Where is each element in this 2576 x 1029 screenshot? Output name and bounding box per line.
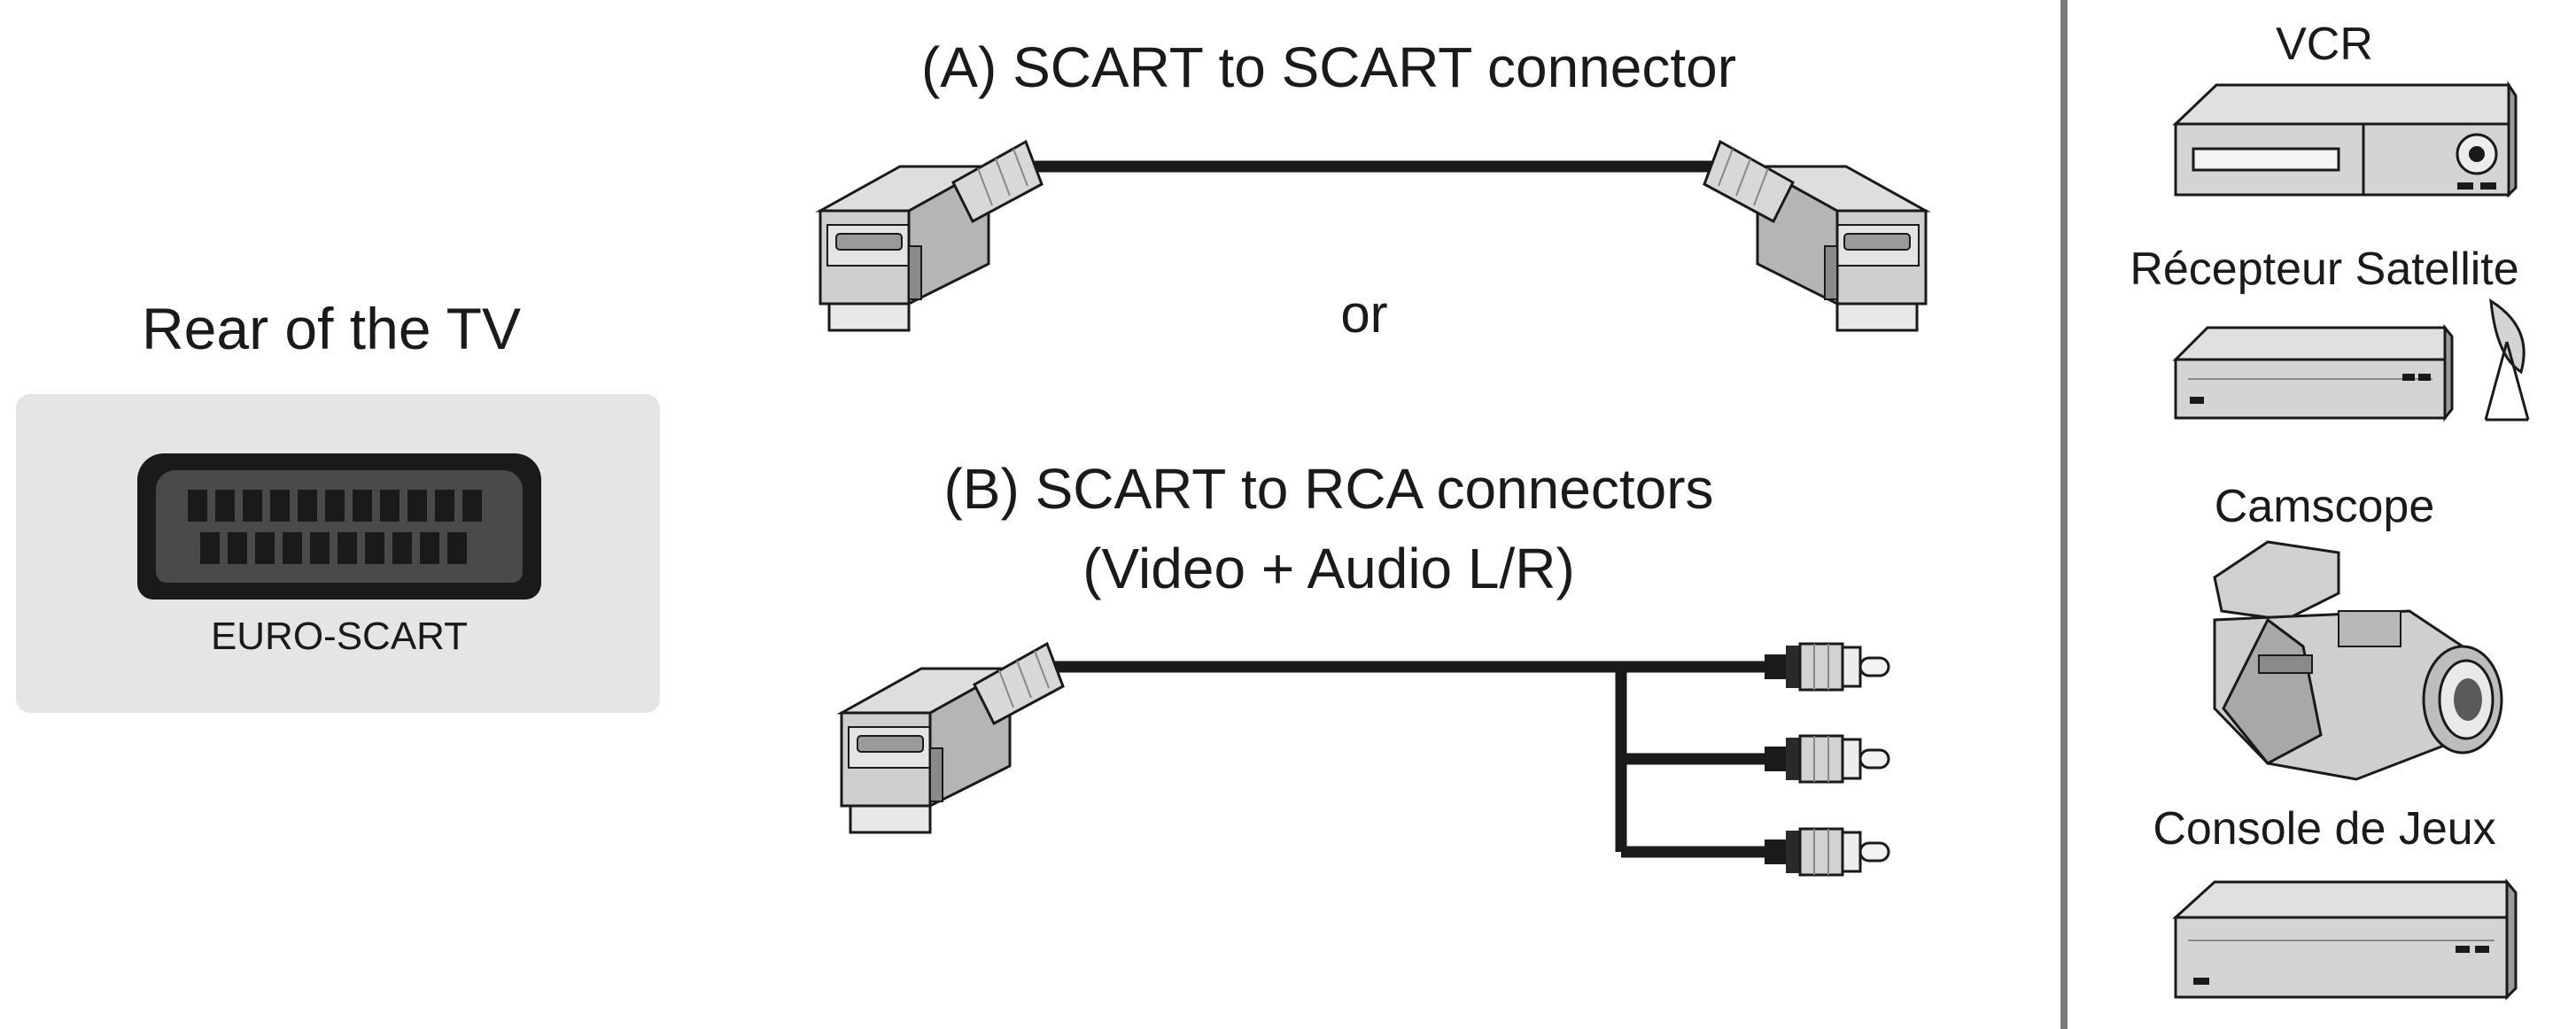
satellite-receiver-icon — [2172, 323, 2454, 422]
option-a-title: (A) SCART to SCART connector — [920, 35, 1737, 99]
device-label-satellite: Récepteur Satellite — [2130, 244, 2519, 295]
euro-scart-label: EURO-SCART — [210, 615, 469, 658]
option-b-title: (B) SCART to RCA connectors — [943, 457, 1714, 521]
scart-plug-icon — [1703, 140, 1928, 332]
camcorder-icon — [2213, 540, 2503, 781]
device-label-console: Console de Jeux — [2153, 803, 2496, 855]
game-console-icon — [2172, 878, 2518, 1001]
device-label-camcorder: Camscope — [2214, 481, 2435, 532]
cable-b — [1049, 661, 1772, 858]
vcr-icon — [2172, 81, 2518, 198]
option-b-subtitle: (Video + Audio L/R) — [1082, 537, 1575, 600]
rca-plug-icon — [1763, 734, 1890, 784]
euro-scart-socket-inner — [156, 470, 523, 583]
or-label: or — [1340, 284, 1388, 344]
rca-plug-icon — [1763, 827, 1890, 877]
column-divider — [2060, 0, 2068, 1029]
rca-plug-icon — [1763, 642, 1890, 692]
tv-rear-title: Rear of the TV — [142, 296, 522, 361]
scart-plug-icon — [840, 642, 1065, 834]
satellite-dish-icon — [2484, 298, 2530, 422]
device-label-vcr: VCR — [2276, 19, 2373, 70]
scart-plug-icon — [819, 140, 1044, 332]
